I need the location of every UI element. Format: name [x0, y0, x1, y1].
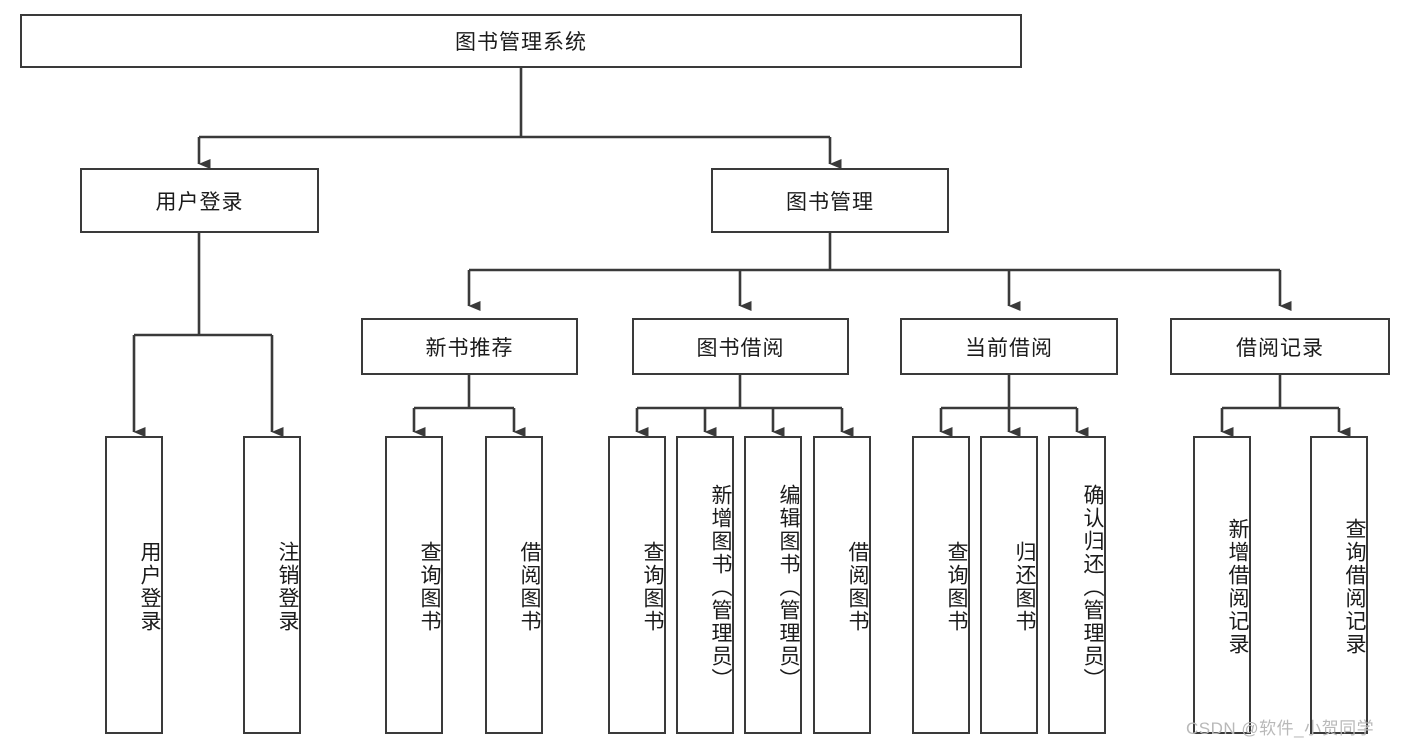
node-leaf-add-record-label: 新增借阅记录	[1226, 518, 1249, 656]
node-leaf-confirm-return-label: 确认归还（管理员）	[1081, 483, 1104, 691]
node-leaf-add-book-label: 新增图书（管理员）	[709, 483, 732, 691]
node-leaf-add-book[interactable]: 新增图书（管理员）	[676, 436, 734, 734]
node-leaf-borrow-book-1[interactable]: 借阅图书	[485, 436, 543, 734]
node-new-book-rec[interactable]: 新书推荐	[361, 318, 578, 375]
node-book-mgmt[interactable]: 图书管理	[711, 168, 949, 233]
node-leaf-borrow-book-1-label: 借阅图书	[518, 541, 541, 633]
node-leaf-user-login-label: 用户登录	[138, 541, 161, 633]
node-new-book-rec-label: 新书推荐	[425, 336, 514, 360]
node-leaf-borrow-book-2-label: 借阅图书	[846, 541, 869, 633]
node-leaf-user-logout[interactable]: 注销登录	[243, 436, 301, 734]
node-leaf-query-book-2-label: 查询图书	[641, 541, 664, 633]
node-leaf-confirm-return[interactable]: 确认归还（管理员）	[1048, 436, 1106, 734]
node-leaf-query-book-3-label: 查询图书	[945, 541, 968, 633]
node-leaf-query-book-2[interactable]: 查询图书	[608, 436, 666, 734]
node-leaf-query-book-3[interactable]: 查询图书	[912, 436, 970, 734]
node-leaf-borrow-book-2[interactable]: 借阅图书	[813, 436, 871, 734]
node-current-borrow-label: 当前借阅	[965, 336, 1053, 360]
node-book-borrow[interactable]: 图书借阅	[632, 318, 849, 375]
node-leaf-query-book-1-label: 查询图书	[418, 541, 441, 633]
node-current-borrow[interactable]: 当前借阅	[900, 318, 1118, 375]
node-leaf-user-login[interactable]: 用户登录	[105, 436, 163, 734]
node-leaf-query-record[interactable]: 查询借阅记录	[1310, 436, 1368, 734]
node-root-label: 图书管理系统	[455, 31, 587, 54]
node-leaf-edit-book-label: 编辑图书（管理员）	[777, 483, 800, 691]
node-leaf-query-book-1[interactable]: 查询图书	[385, 436, 443, 734]
node-leaf-query-record-label: 查询借阅记录	[1343, 518, 1366, 656]
node-borrow-record-label: 借阅记录	[1236, 336, 1324, 360]
csdn-watermark: CSDN @软件_小贺同学	[1186, 719, 1375, 738]
node-leaf-return-book-label: 归还图书	[1013, 541, 1036, 633]
node-book-borrow-label: 图书借阅	[696, 336, 785, 360]
node-book-mgmt-label: 图书管理	[786, 190, 874, 214]
node-leaf-add-record[interactable]: 新增借阅记录	[1193, 436, 1251, 734]
node-leaf-user-logout-label: 注销登录	[276, 541, 299, 633]
node-leaf-edit-book[interactable]: 编辑图书（管理员）	[744, 436, 802, 734]
node-borrow-record[interactable]: 借阅记录	[1170, 318, 1390, 375]
node-leaf-return-book[interactable]: 归还图书	[980, 436, 1038, 734]
node-root[interactable]: 图书管理系统	[20, 14, 1022, 68]
node-user-login-label: 用户登录	[155, 190, 244, 214]
node-user-login[interactable]: 用户登录	[80, 168, 319, 233]
